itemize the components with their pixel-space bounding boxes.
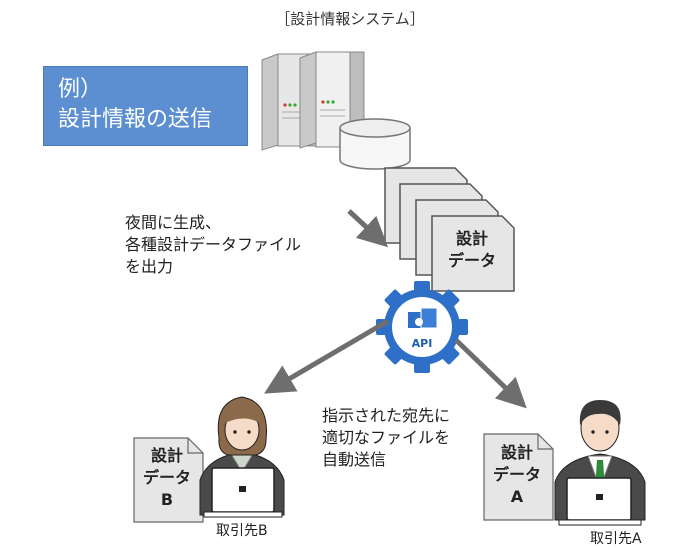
person-b-icon xyxy=(199,396,285,518)
step2-line3: 自動送信 xyxy=(322,450,387,469)
generate-arrow xyxy=(347,209,388,248)
step1-text: 夜間に生成、 各種設計データファイル を出力 xyxy=(125,212,301,278)
example-caption: 設計情報の送信 xyxy=(58,107,213,132)
doc-b-line2: データ xyxy=(142,468,191,487)
doc-b-line1: 設計 xyxy=(150,446,183,465)
example-box: 例） 設計情報の送信 xyxy=(43,66,248,146)
center-doc-line2: データ xyxy=(447,251,496,270)
step1-line1: 夜間に生成、 xyxy=(125,213,222,232)
api-gear-icon xyxy=(376,281,468,373)
document-a-label: 設計 データ A xyxy=(484,442,550,508)
client-a-label: 取引先A xyxy=(590,531,642,547)
step1-line2: 各種設計データファイル xyxy=(125,235,302,254)
diagram-title: ［設計情報システム］ xyxy=(275,10,425,28)
example-label: 例） xyxy=(58,77,103,102)
step1-line3: を出力 xyxy=(125,257,174,276)
step2-text: 指示された宛先に 適切なファイルを 自動送信 xyxy=(322,405,450,471)
api-label: API xyxy=(411,337,433,350)
document-a-icon xyxy=(483,433,554,521)
step2-line2: 適切なファイルを xyxy=(322,428,451,447)
send-arrow-b xyxy=(264,318,390,394)
step2-line1: 指示された宛先に xyxy=(322,406,451,425)
center-document-label: 設計 データ xyxy=(432,228,512,272)
doc-a-line1: 設計 xyxy=(500,443,533,462)
person-a-icon xyxy=(554,400,646,526)
doc-a-line2: データ xyxy=(492,465,541,484)
send-arrow-a xyxy=(454,338,527,409)
database-icon xyxy=(339,118,411,170)
doc-a-line3: A xyxy=(510,487,524,506)
center-doc-line1: 設計 xyxy=(455,229,488,248)
doc-b-line3: B xyxy=(160,490,174,509)
client-b-label: 取引先B xyxy=(216,523,268,539)
document-b-label: 設計 データ B xyxy=(134,445,200,511)
document-stack-icon xyxy=(384,167,515,292)
